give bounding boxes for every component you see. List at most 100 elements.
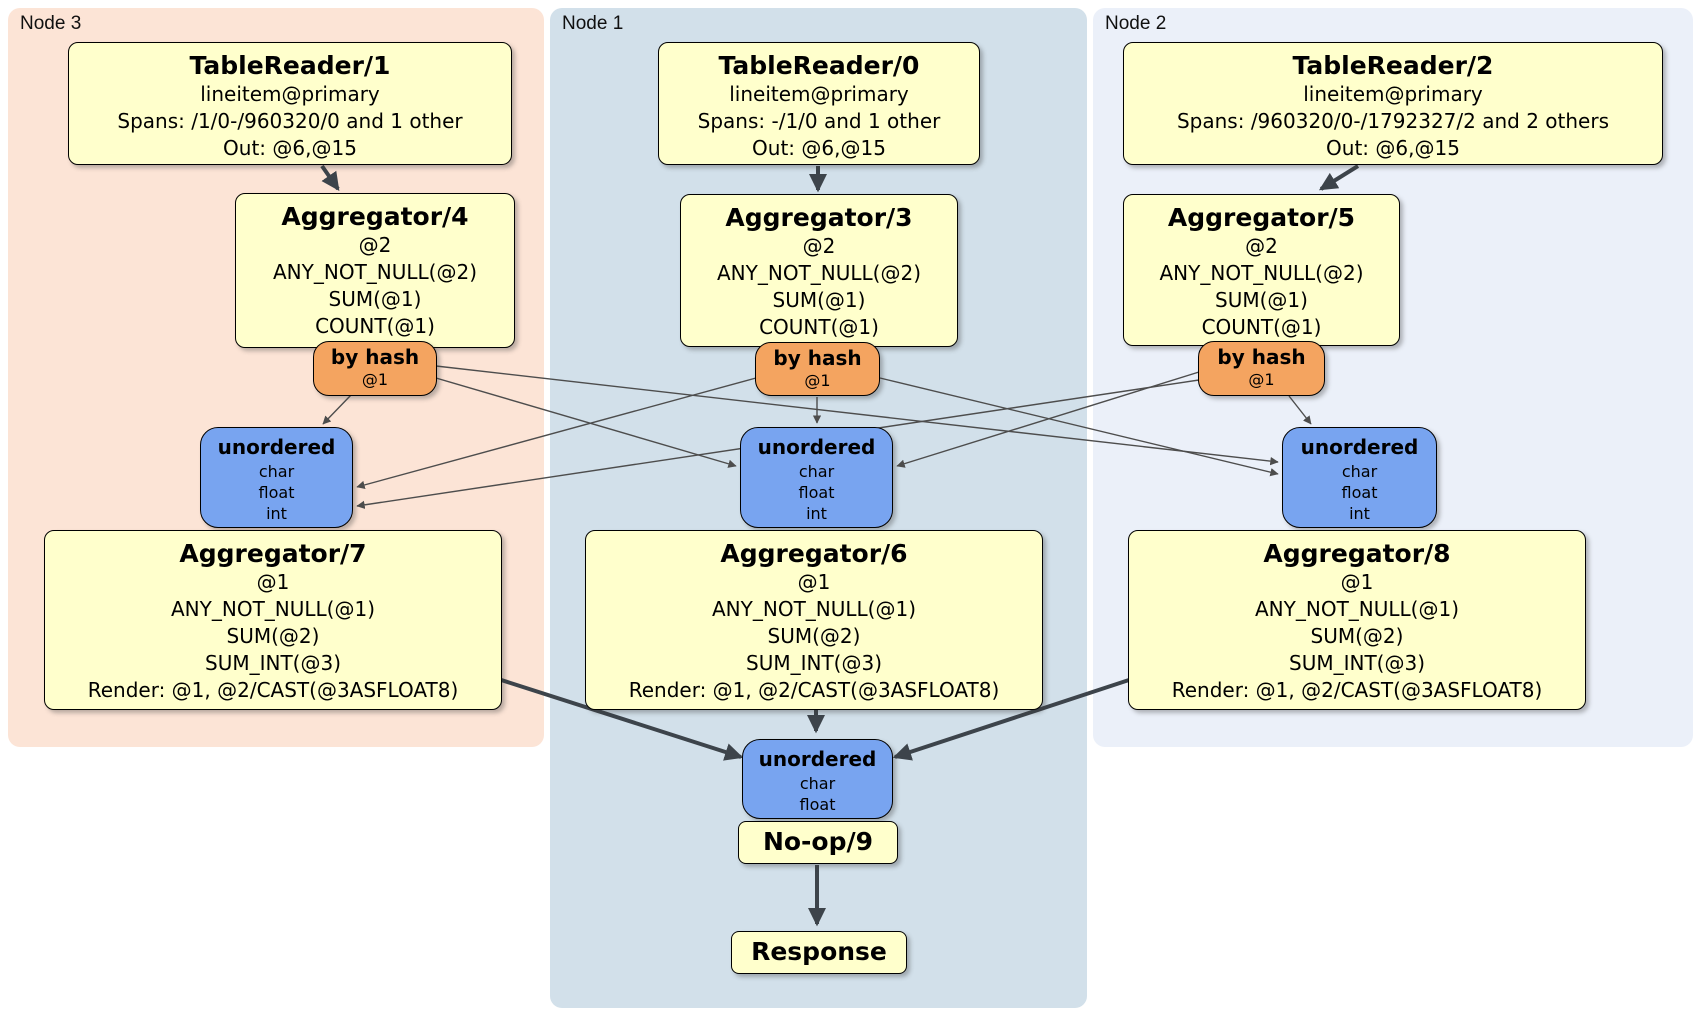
processor-title: TableReader/1: [189, 51, 391, 80]
processor-detail: SUM(@1): [328, 287, 422, 311]
processor-aggregator-3: Aggregator/3 @2 ANY_NOT_NULL(@2) SUM(@1)…: [680, 194, 958, 347]
response-title: Response: [751, 937, 887, 966]
sync-title: unordered: [758, 747, 877, 771]
processor-aggregator-5: Aggregator/5 @2 ANY_NOT_NULL(@2) SUM(@1)…: [1123, 194, 1400, 346]
edge-byhash-node3-to-unordered-node3: [322, 393, 353, 425]
processor-aggregator-7: Aggregator/7 @1 ANY_NOT_NULL(@1) SUM(@2)…: [44, 530, 502, 710]
processor-detail: ANY_NOT_NULL(@2): [1159, 261, 1364, 285]
processor-detail: SUM(@1): [1215, 288, 1308, 312]
sync-detail: float: [1341, 483, 1378, 502]
processor-aggregator-6: Aggregator/6 @1 ANY_NOT_NULL(@1) SUM(@2)…: [585, 530, 1043, 710]
processor-tablereader-1: TableReader/1 lineitem@primary Spans: /1…: [68, 42, 512, 165]
processor-detail: Out: @6,@15: [1326, 136, 1460, 160]
processor-detail: COUNT(@1): [759, 315, 879, 339]
processor-title: Aggregator/3: [725, 203, 913, 232]
sync-unordered-final: unordered char float: [742, 739, 893, 819]
edge-aggregator-7-to-final-unordered: [494, 676, 744, 761]
edge-byhash-node2-to-unordered-node2: [1288, 395, 1312, 425]
processor-detail: SUM(@1): [772, 288, 866, 312]
processor-title: No-op/9: [762, 827, 874, 856]
processor-detail: @1: [256, 570, 290, 594]
processor-detail: @2: [802, 234, 836, 258]
sync-detail: float: [799, 795, 836, 814]
processor-detail: ANY_NOT_NULL(@2): [273, 260, 477, 284]
processor-detail: ANY_NOT_NULL(@2): [717, 261, 921, 285]
processor-detail: @2: [1245, 234, 1278, 258]
processor-detail: COUNT(@1): [315, 314, 435, 338]
processor-detail: SUM(@2): [767, 624, 861, 648]
processor-title: TableReader/0: [718, 51, 920, 80]
sync-detail: char: [799, 774, 836, 793]
edge-aggregator-8-to-final-unordered: [892, 676, 1136, 761]
processor-detail: SUM_INT(@3): [1289, 651, 1425, 675]
processor-detail: Render: @1, @2/CAST(@3ASFLOAT8): [1171, 678, 1543, 702]
processor-tablereader-0: TableReader/0 lineitem@primary Spans: -/…: [658, 42, 980, 165]
processor-detail: lineitem@primary: [200, 82, 380, 106]
processor-detail: ANY_NOT_NULL(@1): [712, 597, 916, 621]
processor-detail: SUM_INT(@3): [205, 651, 341, 675]
edge-byhash-node3-to-unordered-node2: [435, 365, 1279, 466]
router-by-hash-node1: by hash @1: [755, 342, 880, 396]
processor-detail: lineitem@primary: [729, 82, 909, 106]
sync-unordered-node3: unordered char float int: [200, 427, 353, 528]
router-by-hash-node3: by hash @1: [313, 341, 437, 396]
processor-title: Aggregator/7: [179, 539, 367, 568]
processor-detail: Spans: /1/0-/960320/0 and 1 other: [117, 109, 463, 133]
sync-detail: char: [1341, 462, 1378, 481]
router-by-hash-node2: by hash @1: [1198, 341, 1325, 396]
processor-detail: Render: @1, @2/CAST(@3ASFLOAT8): [628, 678, 1000, 702]
router-title: by hash: [1217, 345, 1306, 369]
processor-detail: Out: @6,@15: [223, 136, 357, 160]
sync-unordered-node1: unordered char float int: [740, 427, 893, 528]
processor-detail: ANY_NOT_NULL(@1): [1255, 597, 1459, 621]
router-title: by hash: [330, 345, 420, 369]
processor-noop-9: No-op/9: [738, 821, 898, 864]
processor-aggregator-8: Aggregator/8 @1 ANY_NOT_NULL(@1) SUM(@2)…: [1128, 530, 1586, 710]
sync-detail: float: [258, 483, 295, 502]
processor-title: TableReader/2: [1292, 51, 1494, 80]
router-title: by hash: [773, 346, 862, 370]
edge-tablereader-1-to-aggregator-4: [320, 164, 340, 191]
response-box: Response: [731, 931, 907, 974]
processor-detail: Spans: -/1/0 and 1 other: [697, 109, 941, 133]
sync-title: unordered: [757, 435, 876, 459]
processor-title: Aggregator/5: [1167, 203, 1356, 232]
processor-detail: ANY_NOT_NULL(@1): [171, 597, 375, 621]
sync-unordered-node2: unordered char float int: [1282, 427, 1437, 528]
processor-title: Aggregator/8: [1263, 539, 1451, 568]
sync-detail: float: [798, 483, 835, 502]
router-detail: @1: [1248, 370, 1275, 389]
edge-byhash-node1-to-unordered-node3: [356, 377, 757, 490]
processor-detail: Spans: /960320/0-/1792327/2 and 2 others: [1176, 109, 1609, 133]
processor-detail: @2: [358, 233, 392, 257]
node-label: Node 1: [562, 13, 624, 34]
sync-detail: char: [798, 462, 835, 481]
processor-aggregator-4: Aggregator/4 @2 ANY_NOT_NULL(@2) SUM(@1)…: [235, 193, 515, 348]
edge-byhash-node3-to-unordered-node1: [435, 377, 737, 468]
sync-title: unordered: [217, 435, 336, 459]
processor-detail: SUM(@2): [1310, 624, 1404, 648]
processor-title: Aggregator/4: [281, 202, 469, 231]
router-detail: @1: [804, 371, 831, 390]
sync-detail: int: [1349, 504, 1370, 523]
processor-detail: Out: @6,@15: [752, 136, 886, 160]
processor-detail: SUM(@2): [226, 624, 320, 648]
sync-detail: int: [806, 504, 827, 523]
processor-detail: Render: @1, @2/CAST(@3ASFLOAT8): [87, 678, 459, 702]
node-label: Node 2: [1105, 13, 1167, 34]
processor-detail: COUNT(@1): [1201, 315, 1322, 339]
processor-tablereader-2: TableReader/2 lineitem@primary Spans: /9…: [1123, 42, 1663, 165]
processor-detail: @1: [797, 570, 831, 594]
router-detail: @1: [361, 370, 389, 389]
node-label: Node 3: [20, 13, 82, 34]
sync-detail: int: [266, 504, 287, 523]
sync-detail: char: [258, 462, 295, 481]
edge-byhash-node2-to-unordered-node1: [896, 371, 1200, 468]
sync-title: unordered: [1300, 435, 1419, 459]
processor-title: Aggregator/6: [720, 539, 908, 568]
edge-tablereader-2-to-aggregator-5: [1318, 164, 1360, 191]
processor-detail: @1: [1340, 570, 1374, 594]
processor-detail: lineitem@primary: [1303, 82, 1483, 106]
